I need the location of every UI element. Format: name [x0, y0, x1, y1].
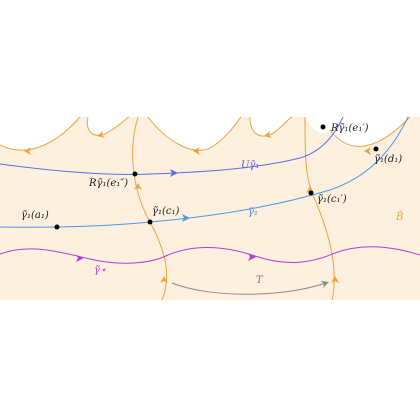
label-gamma1-d1: γ̃₁(d₁) — [374, 154, 402, 165]
point-r-gamma1-e1p — [320, 124, 326, 130]
label-gamma1-a1: γ̃₁(a₁) — [21, 210, 49, 221]
gray-arrow — [321, 281, 329, 288]
label-r-gamma1-e1p: Rγ̃₁(e₁′) — [330, 123, 369, 134]
orange-arrow-1 — [24, 147, 31, 155]
orange-arrow-8 — [160, 276, 168, 283]
label-gamma1: γ̃₁ — [248, 207, 258, 218]
label-gamma1-c1p: γ̃₁(c₁′) — [317, 194, 347, 205]
orange-arrow-6 — [134, 183, 142, 190]
orange-arrow-5 — [364, 147, 371, 155]
label-b-tilde: B̃ — [395, 211, 403, 223]
point-gamma1-d1 — [373, 146, 379, 152]
gray-curve-t — [171, 282, 327, 295]
label-gamma1-c1: γ̃₁(c₁) — [152, 206, 179, 217]
orange-arc-2 — [86, 116, 130, 136]
point-r-gamma1-e1pp — [132, 171, 138, 177]
label-r-gamma1-e1pp: Rγ̃₁(e₁″) — [88, 178, 128, 189]
region-b-tilde — [0, 117, 420, 300]
orange-arrow-2 — [97, 131, 105, 138]
orange-arrow-4 — [264, 131, 272, 138]
point-gamma1-c1p — [308, 190, 314, 196]
label-u-gamma1: Uγ̃₁ — [241, 160, 259, 171]
lightblue-curve-gamma1 — [0, 116, 409, 228]
blue-arrow — [170, 169, 178, 177]
purple-arrow-1 — [76, 255, 84, 262]
point-gamma1-c1 — [147, 219, 153, 225]
purple-arrow-2 — [248, 253, 256, 261]
label-gamma-star: γ̃⋆ — [94, 265, 106, 276]
orange-arc-1 — [0, 116, 81, 151]
point-gamma1-a1 — [54, 224, 60, 230]
orange-arrow-9 — [331, 276, 339, 283]
orange-arc-5 — [329, 116, 411, 147]
orange-arrow-3 — [193, 147, 200, 155]
lightblue-arrow — [182, 214, 190, 222]
orange-arc-3 — [147, 116, 242, 151]
blue-curve-u-gamma1 — [0, 116, 344, 176]
points — [54, 124, 379, 230]
orange-arc-4 — [249, 116, 293, 137]
label-t: T — [256, 275, 264, 286]
